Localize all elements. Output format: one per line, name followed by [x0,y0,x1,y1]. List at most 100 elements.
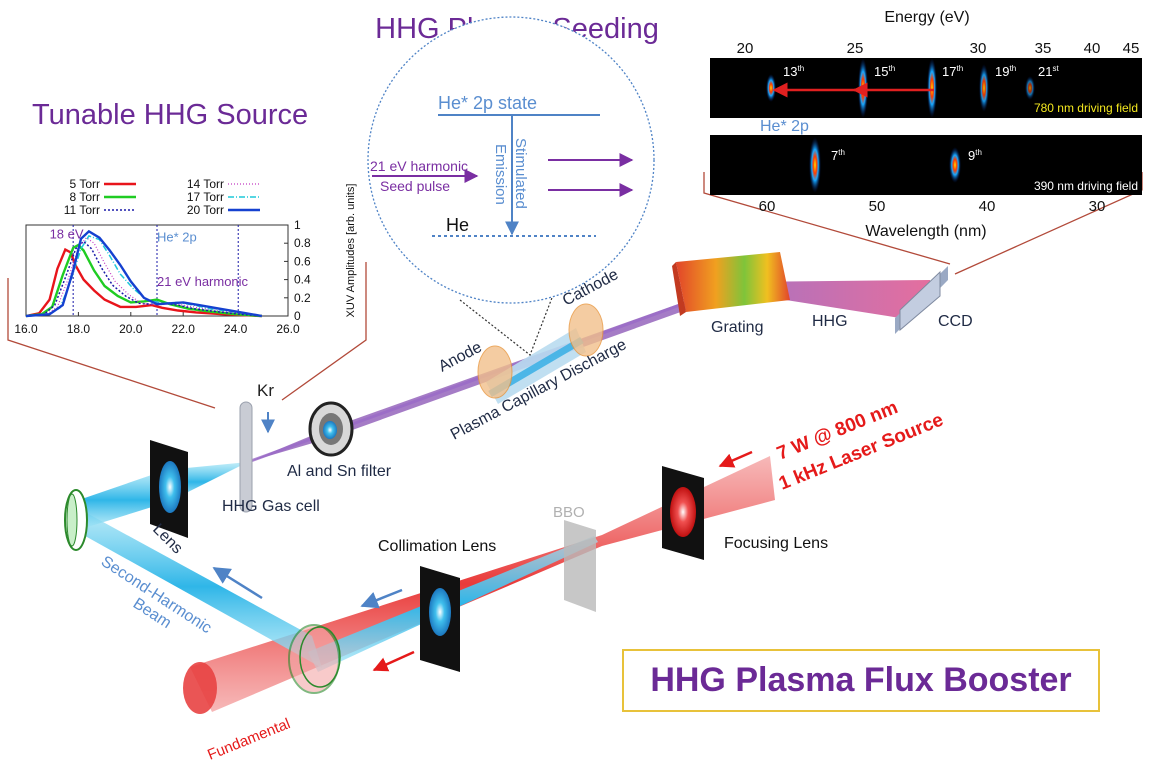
ccd [895,266,948,334]
p780-order-2: 17th [942,64,963,79]
p780-order-sup-2: th [956,64,963,73]
bbo-crystal [564,520,596,612]
energy-axis-label: Energy (eV) [884,9,969,26]
p780-order-sup-1: th [888,64,895,73]
legend-label-4: 17 Torr [187,190,224,204]
panel-390-caption: 390 nm driving field [1034,179,1138,193]
p780-order-num-0: 13 [783,64,797,79]
legend-label-0: 5 Torr [70,177,100,191]
label-grating: Grating [711,319,763,336]
harmonic-spot-390-1 [949,147,961,183]
p780-order-4: 21st [1038,64,1059,79]
energy-tick-1: 25 [847,40,864,57]
series-line-5 [25,229,263,318]
legend-label-5: 20 Torr [187,203,224,217]
p780-order-num-2: 17 [942,64,956,79]
y-axis-label: XUV Amplitudes [arb. units] [345,184,357,318]
series-line-1 [25,243,262,318]
lens-blue [150,440,188,538]
upper-state-label: He* 2p state [438,93,537,113]
spectrum-panel-390 [710,135,1142,195]
p390-order-sup-1: th [975,148,982,157]
x-tick-label-0: 16.0 [14,322,38,336]
harmonic-spot-780-2 [927,58,937,118]
label-anode: Anode [436,339,485,376]
legend-label-3: 14 Torr [187,177,224,191]
booster-title-box: HHG Plasma Flux Booster [622,649,1100,712]
wavelength-tick-1: 50 [869,198,886,215]
energy-tick-5: 45 [1123,40,1140,57]
y-tick-label-0: 0 [294,309,301,323]
x-tick-label-4: 24.0 [224,322,248,336]
series-line-0 [25,247,262,318]
wavelength-axis-label: Wavelength (nm) [865,223,986,240]
label-bbo: BBO [553,504,585,521]
label-gas-cell: HHG Gas cell [222,498,320,515]
p390-order-1: 9th [968,148,982,163]
panel-780-caption: 780 nm driving field [1034,101,1138,115]
seed-label-2: Seed pulse [380,178,450,194]
p780-order-num-3: 19 [995,64,1009,79]
label-fundamental: Fundamental [205,715,293,764]
harmonic-spot-780-1 [858,58,868,118]
label-kr: Kr [257,381,274,400]
y-tick-label-2: 0.4 [294,273,311,287]
second-harmonic-beam [72,505,322,668]
beam-combiner [288,624,341,694]
label-focusing: Focusing Lens [724,535,828,552]
energy-tick-3: 35 [1035,40,1052,57]
seeding-inset: He* 2p state He 21 eV harmonic Seed puls… [367,16,655,304]
grating [672,252,790,316]
lower-state-label: He [446,215,469,235]
fundamental-beam-end [183,662,217,714]
wavelength-ticks: 60 50 40 30 [759,198,1106,215]
chart-annotation-1: He* 2p [157,229,197,244]
collimation-lens [420,566,460,672]
blue-beam-upper [70,470,168,530]
harmonic-spots-780 [766,58,1035,118]
arrow-red-fundamental [372,650,415,672]
energy-tick-4: 40 [1084,40,1101,57]
legend-label-1: 8 Torr [70,190,100,204]
p780-order-sup-4: st [1052,64,1059,73]
label-ccd: CCD [938,313,973,330]
p780-order-1: 15th [874,64,895,79]
p780-order-sup-0: th [797,64,804,73]
mirror [64,489,88,551]
legend-label-2: 11 Torr [64,203,100,217]
arrow-red-laser [718,450,753,468]
stim-label-1: Stimulated [512,138,529,209]
wavelength-tick-0: 60 [759,198,776,215]
series-line-2 [25,240,262,317]
series-line-3 [25,236,262,317]
p780-order-sup-3: th [1009,64,1016,73]
stim-label-2: Emission [492,144,509,205]
booster-title: HHG Plasma Flux Booster [650,661,1072,699]
p780-order-0: 13th [783,64,804,79]
label-collimation: Collimation Lens [378,538,496,555]
he-2p-marker: He* 2p [760,118,809,135]
x-tick-label-2: 20.0 [119,322,143,336]
x-tick-label-5: 26.0 [276,322,300,336]
al-sn-filter [308,401,354,457]
p390-order-num-1: 9 [968,148,975,163]
label-filter: Al and Sn filter [287,463,392,480]
harmonic-spot-780-0 [766,74,776,102]
arrow-blue-return [212,566,263,600]
wavelength-tick-2: 40 [979,198,996,215]
capillary-discharge [477,303,604,404]
harmonic-spot-390-0 [809,137,821,193]
focusing-lens [662,466,704,560]
energy-tick-0: 20 [737,40,754,57]
inset-pointer [459,289,556,356]
wavelength-tick-3: 30 [1089,198,1106,215]
chart-annotation-0: 18 eV [50,227,84,242]
y-tick-label-5: 1 [294,218,301,232]
hhg-gas-cell [239,401,275,513]
label-hhg: HHG [812,313,848,330]
